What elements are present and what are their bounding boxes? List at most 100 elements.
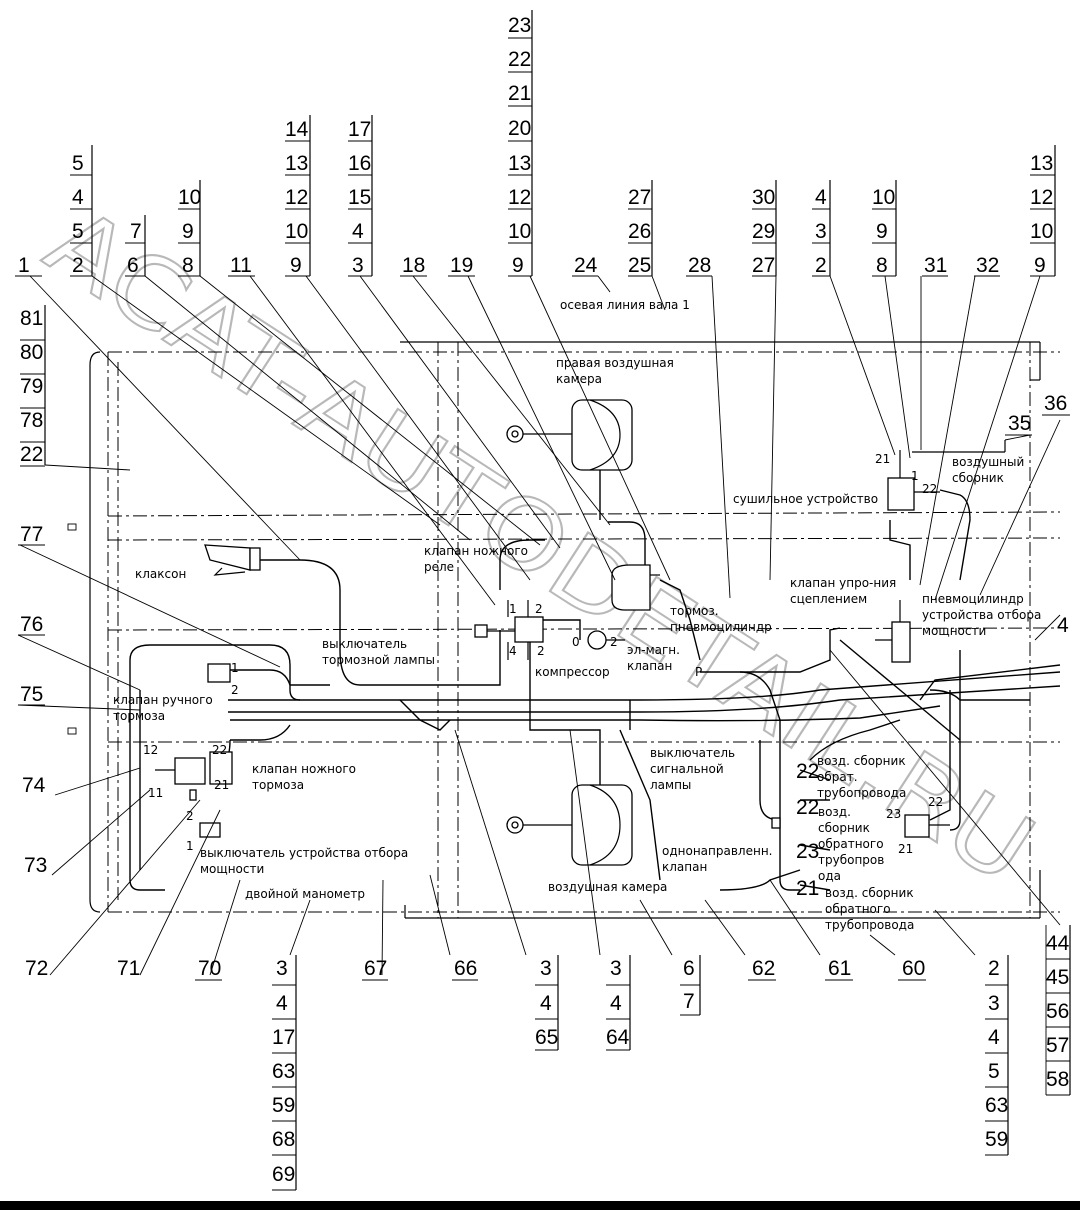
callout-number: 59 <box>272 1094 295 1117</box>
callout-number: 27 <box>628 186 651 209</box>
label-return-tank: обратного <box>825 902 891 916</box>
callout-number: 17 <box>348 118 371 141</box>
callout-number: 10 <box>1030 220 1053 243</box>
callout-number: 2 <box>815 254 827 277</box>
callout-number: 22 <box>508 48 531 71</box>
label-emag-valve: эл-магн. <box>627 643 680 657</box>
port-number: 12 <box>143 743 158 757</box>
label-right-chamber: камера <box>556 372 602 386</box>
port-number: 2 <box>231 683 239 697</box>
callout-81-22: 81 80 79 78 22 <box>20 305 46 467</box>
callout-4-2: 4 3 2 <box>812 180 831 277</box>
label-clutch-valve: клапан упро-ния <box>790 576 896 590</box>
callout-number: 24 <box>574 254 598 277</box>
right-air-chamber <box>506 399 633 471</box>
label-pto-cylinder: устройства отбора <box>922 608 1041 622</box>
callout-number: 25 <box>628 254 651 277</box>
label-return-tank: обратного <box>818 837 884 851</box>
port-number: 22 <box>796 796 819 819</box>
callout-10-8b: 10 9 8 <box>872 180 897 277</box>
label-foot-brake: клапан ножного <box>252 762 356 776</box>
port-number: 2 <box>535 602 543 616</box>
callout-number: 3 <box>988 992 1000 1015</box>
callout-number: 22 <box>20 443 43 466</box>
port-number: 1 <box>911 469 919 483</box>
label-horn: клаксон <box>135 567 186 581</box>
label-foot-relay: реле <box>424 560 454 574</box>
callout-number: 2 <box>72 254 84 277</box>
callout-number: 5 <box>72 152 84 175</box>
callout-number: 19 <box>450 254 473 277</box>
label-stop-switch: выключатель <box>322 637 407 651</box>
callout-number: 79 <box>20 375 43 398</box>
callout-number: 16 <box>348 152 371 175</box>
port-number: 2 <box>186 809 194 823</box>
callout-number: 45 <box>1046 966 1069 989</box>
lower-air-chamber <box>506 784 633 866</box>
callout-number: 31 <box>924 254 947 277</box>
callout-44-58: 44 45 56 57 58 <box>1045 925 1071 1096</box>
label-air-tank: сборник <box>952 471 1004 485</box>
pipelines <box>129 470 1061 891</box>
callout-number: 59 <box>985 1128 1008 1151</box>
bottom-border <box>0 1201 1080 1210</box>
port-number: 21 <box>214 778 229 792</box>
label-return-tank: сборник <box>818 821 870 835</box>
callout-number: 75 <box>20 683 43 706</box>
callout-number: 4 <box>1057 614 1069 637</box>
port-numbers: 1 2 4 2 0 2 1 2 12 22 11 21 2 1 21 1 22 … <box>143 452 943 900</box>
callout-number: 15 <box>348 186 371 209</box>
callout-number: 4 <box>610 992 622 1015</box>
callout-number: 32 <box>976 254 999 277</box>
callout-number: 5 <box>72 220 84 243</box>
callout-3-69: 3 4 17 63 59 68 69 <box>272 955 297 1191</box>
callout-number: 56 <box>1046 1000 1069 1023</box>
return-tank-valve <box>904 814 950 838</box>
chassis-frame <box>67 341 1061 919</box>
port-number: 11 <box>148 786 163 800</box>
callout-number: 4 <box>352 220 364 243</box>
port-number: 1 <box>186 839 194 853</box>
callout-number: 12 <box>1030 186 1053 209</box>
callout-number: 26 <box>628 220 651 243</box>
callout-14-9: 14 13 12 10 9 <box>285 115 311 277</box>
callout-number: 12 <box>508 186 531 209</box>
callout-number: 5 <box>988 1060 1000 1083</box>
label-pto-switch: выключатель устройства отбора <box>200 846 408 860</box>
callout-number: 9 <box>182 220 194 243</box>
callout-number: 58 <box>1046 1068 1069 1091</box>
label-air-chamber: воздушная камера <box>548 880 667 894</box>
callout-number: 3 <box>276 957 288 980</box>
callout-3-64: 3 4 64 <box>606 955 631 1051</box>
port-number: 21 <box>898 842 913 856</box>
label-right-chamber: правая воздушная <box>556 356 674 370</box>
label-pto-cylinder: мощности <box>922 624 986 638</box>
callout-number: 57 <box>1046 1034 1069 1057</box>
callout-number: 28 <box>688 254 711 277</box>
callout-number: 14 <box>285 118 309 141</box>
callout-number: 21 <box>508 82 531 105</box>
compressor <box>587 630 625 650</box>
label-emag-valve: клапан <box>627 659 672 673</box>
label-pto-cylinder: пневмоцилиндр <box>922 592 1024 606</box>
port-number: 2 <box>537 644 545 658</box>
port-number: 23 <box>886 807 901 821</box>
callout-number: 3 <box>540 957 552 980</box>
callout-number: 72 <box>25 957 48 980</box>
brake-cylinder <box>611 564 660 611</box>
port-number: 22 <box>922 482 937 496</box>
callout-number: 71 <box>117 957 140 980</box>
callout-number: 4 <box>988 1026 1000 1049</box>
callout-number: 8 <box>876 254 888 277</box>
callout-number: 13 <box>1030 152 1053 175</box>
callout-number: 6 <box>127 254 139 277</box>
callout-number: 7 <box>683 990 695 1013</box>
callout-number: 67 <box>364 957 387 980</box>
label-signal-switch: лампы <box>650 778 691 792</box>
callout-number: 30 <box>752 186 775 209</box>
callout-number: 17 <box>272 1026 295 1049</box>
label-signal-switch: сигнальной <box>650 762 724 776</box>
port-number: 21 <box>796 877 819 900</box>
callout-number: 62 <box>752 957 775 980</box>
